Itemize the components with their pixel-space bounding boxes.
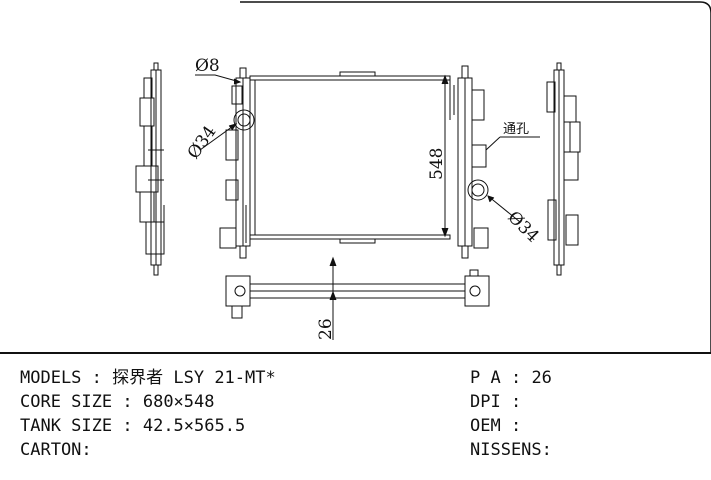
right-side-view — [546, 62, 581, 276]
radiator-drawing: Ø8 Ø34 548 通孔 Ø34 26 — [135, 1, 711, 352]
oem-label: OEM — [470, 416, 501, 436]
tank-size-label: TANK SIZE — [20, 416, 113, 436]
models-label: MODELS — [20, 368, 82, 388]
dimension-lines — [195, 74, 540, 340]
spec-list-left: MODELS : 探界者 LSY 21-MT* CORE SIZE : 680×… — [20, 366, 276, 462]
pa-row: P A : 26 — [470, 366, 552, 390]
core-size-label: CORE SIZE — [20, 392, 113, 412]
oem-row: OEM : — [470, 414, 552, 438]
tank-size-value: 42.5×565.5 — [142, 416, 246, 436]
nissens-row: NISSENS: — [470, 438, 552, 462]
section-divider — [0, 352, 711, 354]
left-side-view — [135, 62, 165, 276]
tank-size-sep: : — [112, 416, 143, 436]
top-frame-line — [240, 1, 711, 352]
dpi-label: DPI — [470, 392, 501, 412]
pa-label: P A — [470, 368, 501, 388]
spec-list-right: P A : 26 DPI : OEM : NISSENS: — [470, 366, 552, 462]
dpi-sep: : — [500, 392, 522, 412]
through-hole-label: 通孔 — [503, 122, 529, 137]
models-value: 探界者 LSY 21-MT* — [112, 368, 276, 388]
pa-value: 26 — [531, 368, 552, 388]
pa-sep: : — [500, 368, 532, 388]
models-sep: : — [81, 368, 113, 388]
tank-size-row: TANK SIZE : 42.5×565.5 — [20, 414, 276, 438]
dpi-row: DPI : — [470, 390, 552, 414]
height-dimension-label: 548 — [427, 148, 447, 180]
nissens-label: NISSENS: — [470, 440, 552, 460]
bottom-view — [225, 269, 490, 319]
core-size-value: 680×548 — [142, 392, 215, 412]
diameter-left-label: Ø34 — [184, 122, 221, 163]
depth-dimension-label: 26 — [316, 318, 336, 340]
diameter-top-label: Ø8 — [195, 56, 220, 76]
carton-label: CARTON: — [20, 440, 92, 460]
carton-row: CARTON: — [20, 438, 276, 462]
front-view — [219, 65, 489, 259]
models-row: MODELS : 探界者 LSY 21-MT* — [20, 366, 276, 390]
core-size-sep: : — [112, 392, 143, 412]
oem-sep: : — [500, 416, 522, 436]
core-size-row: CORE SIZE : 680×548 — [20, 390, 276, 414]
